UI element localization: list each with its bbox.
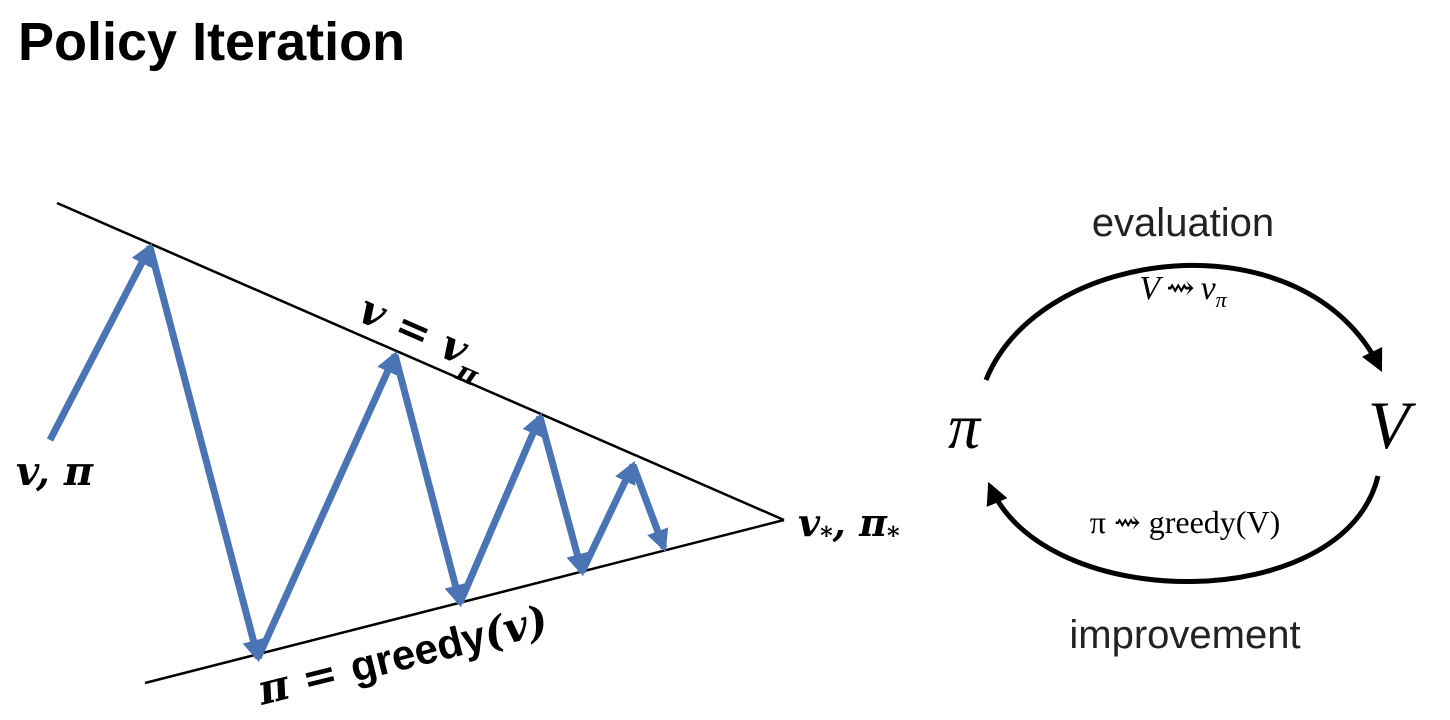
improvement-formula: π ⇝ greedy(V) [1090,504,1280,540]
bottom-line-label: π = greedy(v) [252,595,553,715]
end-label: v*, π* [798,500,900,550]
evaluation-arc [983,263,1383,381]
arrow-impr-3 [536,416,589,577]
iteration-arrows [46,243,669,663]
value-line [56,201,785,522]
arrow-impr-2 [391,354,467,608]
start-label: v, π [16,448,94,495]
evaluation-label: evaluation [1092,201,1274,245]
arrow-eval-2 [254,350,399,660]
end-label-sub2: * [887,521,900,550]
improvement-label: improvement [1069,613,1300,657]
end-label-sub1: * [820,521,833,550]
v-node: V [1368,387,1417,463]
arrow-impr-4 [629,463,669,553]
evaluation-formula: V⇝vπ [1139,270,1227,312]
arrow-eval-4 [578,460,637,574]
arrow-eval-3 [456,412,544,605]
arrow-eval-1 [46,243,154,442]
improvement-arc [986,475,1381,584]
arrow-impr-1 [146,246,265,663]
page-title: Policy Iteration [18,12,406,72]
pi-node: π [948,391,982,462]
